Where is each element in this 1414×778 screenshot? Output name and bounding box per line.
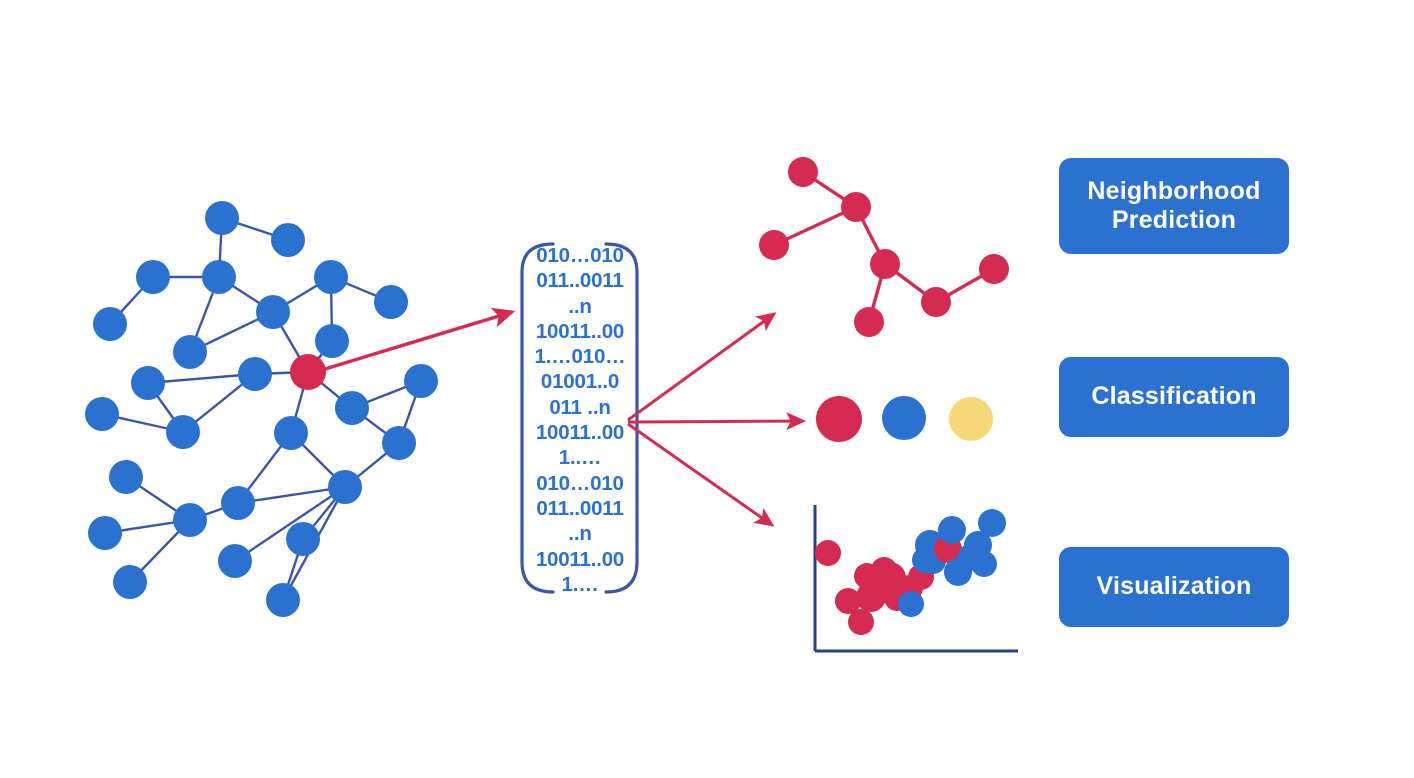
- label-visualization[interactable]: Visualization: [1059, 547, 1289, 627]
- graph-node: [314, 260, 348, 294]
- graph-node: [205, 201, 239, 235]
- graph-node: [173, 503, 207, 537]
- graph-node: [238, 357, 272, 391]
- graph-node: [271, 223, 305, 257]
- scatter-points: [815, 509, 1006, 635]
- class-red-circle: [816, 396, 862, 442]
- scatter-axes: [813, 505, 1018, 653]
- graph-nodes: [85, 201, 438, 617]
- neighborhood-graph-edges: [773, 170, 995, 323]
- neighborhood-node: [870, 249, 900, 279]
- label-neighborhood-prediction[interactable]: Neighborhood Prediction: [1059, 158, 1289, 254]
- graph-edge: [147, 372, 256, 385]
- class-blue-circle: [882, 396, 926, 440]
- graph-node: [218, 544, 252, 578]
- scatter-point-red: [835, 588, 861, 614]
- graph-node: [374, 285, 408, 319]
- graph-node: [113, 565, 147, 599]
- scatter-point-blue: [971, 551, 997, 577]
- arrow-to-classification: [627, 412, 806, 431]
- arrow-to-visualization: [627, 422, 775, 527]
- arrow-to-neighborhood: [627, 312, 777, 422]
- graph-node: [85, 397, 119, 431]
- graph-node: [256, 295, 290, 329]
- graph-node: [166, 415, 200, 449]
- graph-node: [88, 516, 122, 550]
- neighborhood-node: [921, 287, 951, 317]
- embedding-vector-bracket: [520, 242, 639, 594]
- scatter-point-blue: [938, 516, 966, 544]
- graph-node: [131, 366, 165, 400]
- graph-node: [404, 364, 438, 398]
- graph-node: [93, 307, 127, 341]
- class-yellow-circle: [949, 397, 993, 441]
- classification-circles: [816, 396, 993, 442]
- graph-node: [315, 324, 349, 358]
- neighborhood-node: [854, 307, 884, 337]
- scatter-point-blue: [978, 509, 1006, 537]
- graph-node: [328, 470, 362, 504]
- scatter-point-red: [815, 540, 841, 566]
- graph-node: [266, 583, 300, 617]
- scatter-point-red: [848, 609, 874, 635]
- neighborhood-node: [841, 192, 871, 222]
- graph-node: [335, 391, 369, 425]
- flow-arrows: [311, 307, 806, 527]
- graph-node: [202, 260, 236, 294]
- neighborhood-graph-nodes: [759, 157, 1009, 337]
- scatter-point-red: [856, 582, 886, 612]
- scatter-point-blue: [898, 591, 924, 617]
- label-classification[interactable]: Classification: [1059, 357, 1289, 437]
- embedding-vector-text: 010…010 011..0011 ..n 10011..00 1.…010… …: [534, 244, 626, 596]
- graph-node: [109, 460, 143, 494]
- graph-node: [286, 522, 320, 556]
- graph-edge: [234, 486, 346, 562]
- neighborhood-node: [979, 254, 1009, 284]
- graph-edge: [237, 485, 346, 505]
- graph-node: [221, 486, 255, 520]
- embed-arrow: [311, 307, 516, 375]
- graph-node: [274, 416, 308, 450]
- scatter-point-red: [871, 557, 897, 583]
- neighborhood-node: [788, 157, 818, 187]
- neighborhood-edge: [773, 205, 857, 247]
- graph-node-highlighted: [290, 354, 326, 390]
- neighborhood-node: [759, 230, 789, 260]
- graph-node: [382, 426, 416, 460]
- graph-node: [173, 335, 207, 369]
- graph-node: [136, 260, 170, 294]
